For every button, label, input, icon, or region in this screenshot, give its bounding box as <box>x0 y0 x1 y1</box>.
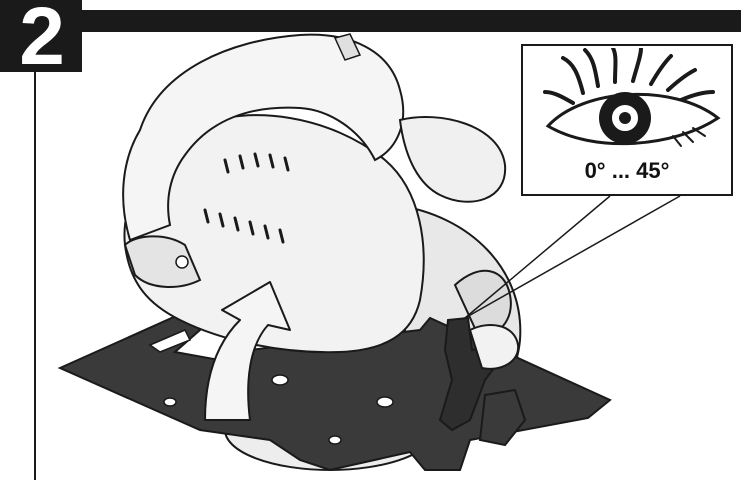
handle-grip <box>400 117 505 202</box>
angle-range-label: 0° ... 45° <box>523 158 731 184</box>
header-bar <box>30 10 741 32</box>
step-number: 2 <box>0 0 82 72</box>
eye-icon <box>523 48 731 158</box>
angle-callout: 0° ... 45° <box>521 44 733 196</box>
left-rule <box>34 72 36 480</box>
